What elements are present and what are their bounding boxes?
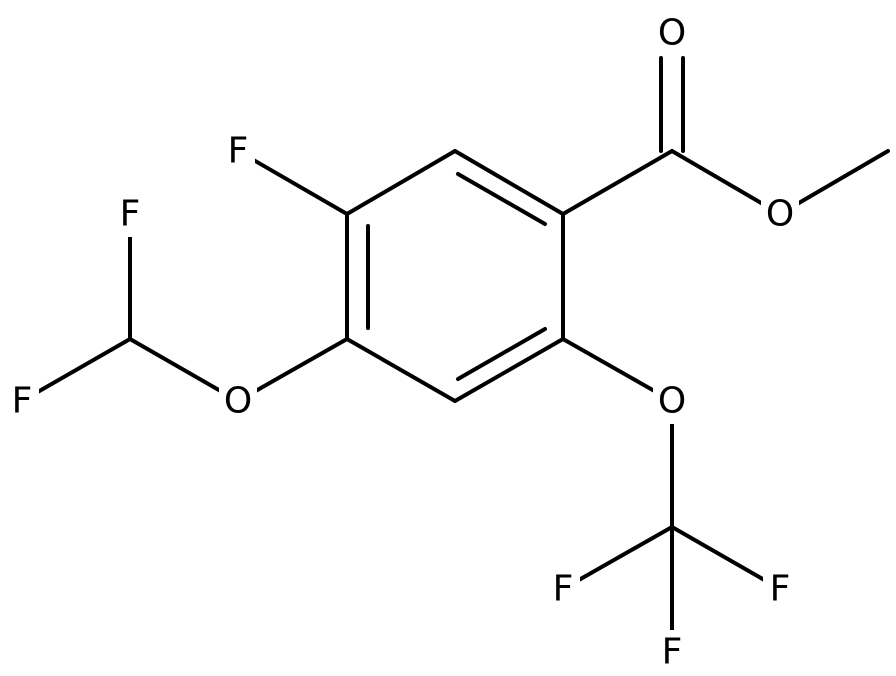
ring-bond-bottom-right-inner	[456, 327, 547, 381]
cf3-right-fluorine-label: F	[770, 569, 791, 610]
chf2-top-fluorine-atom: F	[113, 191, 147, 237]
difluoromethoxy-oxygen-label: O	[224, 381, 252, 422]
carbonyl-oxygen-atom: O	[653, 10, 691, 56]
ring-bond-top-right-inner	[456, 172, 547, 226]
ring-bond-bottom-left	[345, 337, 457, 403]
cf3-left-fluorine-label: F	[553, 569, 574, 610]
carbonyl-oxygen-label: O	[658, 13, 686, 54]
difluoromethoxy-oxygen-atom: O	[219, 378, 257, 424]
ring-bond-top-left	[345, 149, 457, 216]
chf2-left-fluorine-label: F	[12, 381, 33, 422]
ring-to-fluorine-bond	[236, 149, 349, 216]
ring-bond-top-right	[453, 149, 565, 216]
ring-fluorine-label: F	[228, 131, 249, 172]
ester-oxygen-label: O	[766, 194, 794, 235]
ring-bond-bottom-right	[453, 337, 565, 403]
atom-labels: O O F F F O O F	[5, 10, 799, 674]
methyl-ester-group	[561, 56, 890, 216]
benzene-ring	[345, 149, 565, 403]
ring-to-carbonyl-bond	[561, 149, 674, 216]
cf3-to-left-fluorine-bond	[561, 525, 674, 591]
cf3-right-fluorine-atom: F	[763, 566, 797, 612]
trifluoromethoxy-oxygen-label: O	[658, 381, 686, 422]
chf2-left-fluorine-atom: F	[5, 378, 39, 424]
ester-oxygen-atom: O	[761, 191, 799, 237]
cf3-to-right-fluorine-bond	[670, 525, 782, 591]
ring-fluorine-atom: F	[221, 128, 255, 174]
cf3-bottom-fluorine-atom: F	[655, 630, 689, 674]
chf2-top-fluorine-label: F	[120, 194, 141, 235]
cf3-left-fluorine-atom: F	[546, 566, 580, 612]
difluoromethoxy-group	[20, 212, 349, 403]
cf3-bottom-fluorine-label: F	[662, 632, 683, 673]
trifluoromethoxy-oxygen-atom: O	[653, 378, 691, 424]
chf2-to-left-fluorine-bond	[20, 337, 132, 403]
